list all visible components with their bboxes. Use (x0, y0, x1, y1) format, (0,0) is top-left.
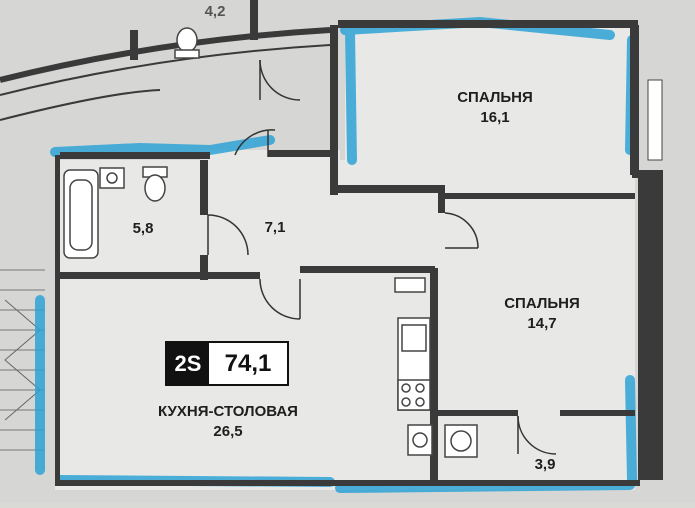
apartment-badge: 2S 74,1 (165, 341, 289, 386)
sink-icon (99, 167, 125, 189)
doors (207, 59, 557, 455)
balcony-area: 3,9 (534, 456, 556, 473)
kitchen-counter (394, 277, 431, 411)
bedroom-1-area: 16,1 (480, 109, 510, 126)
bedroom-2-name: СПАЛЬНЯ (504, 295, 580, 312)
apartment-total-area: 74,1 (224, 349, 272, 377)
bedroom-1-name: СПАЛЬНЯ (457, 89, 533, 106)
window (647, 79, 663, 161)
apartment-type: 2S (167, 343, 209, 384)
kitchen-area: 26,5 (213, 423, 243, 440)
washing-machine-icon (444, 424, 478, 458)
neighbor-toilet-icon (174, 27, 200, 59)
kitchen-name: КУХНЯ-СТОЛОВАЯ (158, 403, 298, 420)
boiler-icon (407, 424, 433, 456)
hall-area: 7,1 (264, 219, 286, 236)
bathtub-icon (63, 169, 99, 259)
toilet-icon (142, 166, 168, 202)
neighbor-area: 4,2 (204, 3, 226, 20)
walls (55, 0, 663, 486)
bathroom-area: 5,8 (132, 220, 154, 237)
bedroom-2-area: 14,7 (527, 315, 557, 332)
